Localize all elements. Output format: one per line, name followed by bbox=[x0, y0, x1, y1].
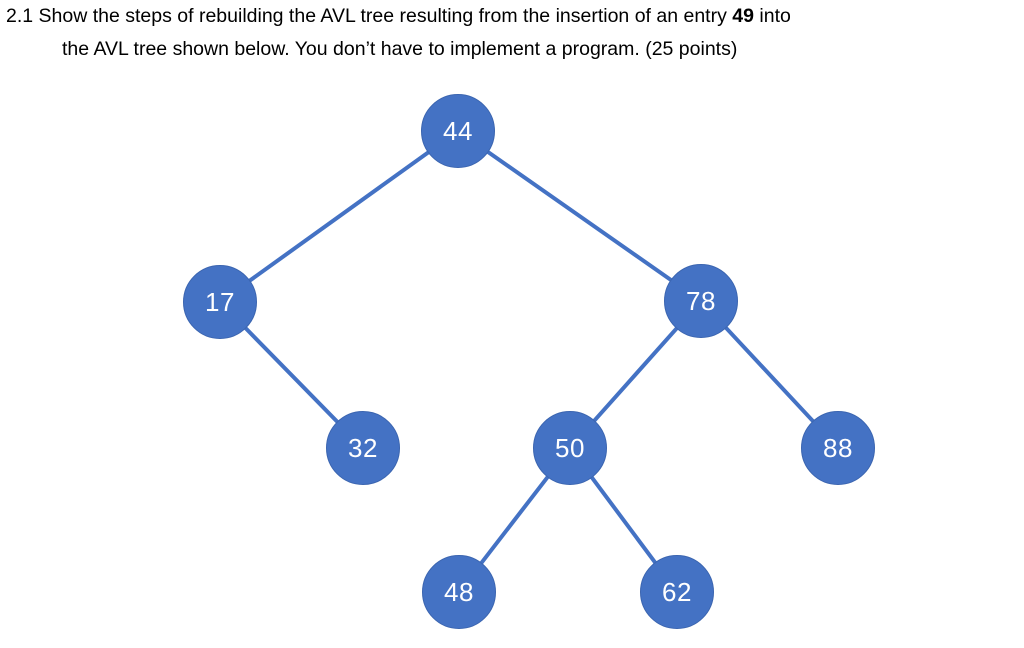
avl-tree-figure: 44 17 78 32 50 88 48 62 bbox=[0, 78, 1024, 648]
tree-node-32[interactable]: 32 bbox=[326, 411, 400, 485]
tree-node-17[interactable]: 17 bbox=[183, 265, 257, 339]
tree-edge-78-50 bbox=[588, 322, 683, 427]
question-line-2: the AVL tree shown below. You don’t have… bbox=[62, 38, 738, 60]
tree-node-48[interactable]: 48 bbox=[422, 555, 496, 629]
question-line-1-prefix: 2.1 Show the steps of rebuilding the AVL… bbox=[6, 5, 733, 27]
tree-node-label-78: 78 bbox=[686, 286, 716, 316]
question-line-1-suffix: into bbox=[753, 5, 791, 27]
tree-edge-44-17 bbox=[243, 147, 435, 286]
tree-node-62[interactable]: 62 bbox=[640, 555, 714, 629]
question-line-1: 2.1 Show the steps of rebuilding the AVL… bbox=[0, 0, 1024, 33]
tree-node-88[interactable]: 88 bbox=[801, 411, 875, 485]
tree-node-label-17: 17 bbox=[205, 287, 235, 317]
question-text-block: 2.1 Show the steps of rebuilding the AVL… bbox=[0, 0, 1024, 66]
tree-node-label-44: 44 bbox=[443, 116, 473, 146]
tree-edge-50-48 bbox=[475, 470, 554, 570]
tree-node-78[interactable]: 78 bbox=[664, 264, 738, 338]
tree-node-label-48: 48 bbox=[444, 577, 474, 607]
tree-node-label-32: 32 bbox=[348, 433, 378, 463]
tree-edge-50-62 bbox=[586, 470, 661, 570]
tree-node-50[interactable]: 50 bbox=[533, 411, 607, 485]
tree-edge-17-32 bbox=[239, 322, 344, 428]
tree-edge-78-88 bbox=[720, 321, 819, 428]
tree-node-44[interactable]: 44 bbox=[421, 94, 495, 168]
tree-node-label-50: 50 bbox=[555, 433, 585, 463]
question-inserted-key: 49 bbox=[732, 5, 754, 27]
tree-edge-44-78 bbox=[481, 146, 678, 286]
tree-edges-layer bbox=[239, 146, 819, 570]
tree-node-label-62: 62 bbox=[662, 577, 692, 607]
tree-node-label-88: 88 bbox=[823, 433, 853, 463]
